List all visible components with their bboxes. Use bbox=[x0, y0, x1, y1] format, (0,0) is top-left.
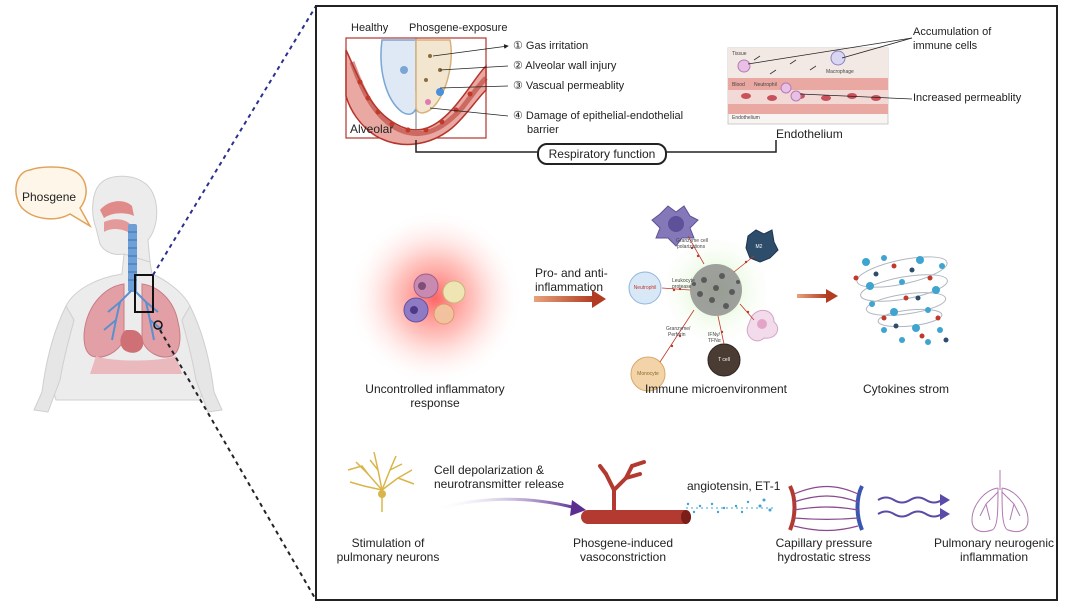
micro-m2: M2 bbox=[755, 244, 763, 250]
cytokines-storm-label: Cytokines strom bbox=[862, 382, 950, 396]
micro-leukocyte-2: protease bbox=[672, 284, 692, 290]
vasoconstriction-label-2: vasoconstriction bbox=[579, 550, 667, 564]
micro-granzyme-perforin-1: Granzyme/ bbox=[666, 326, 691, 332]
capillary-bed bbox=[788, 485, 864, 532]
increased-permeability-label: Increased permeablity bbox=[913, 92, 1022, 104]
lungs-outline bbox=[971, 470, 1029, 533]
step-barrier-damage: ④ Damage of epithelial-endothelial bbox=[513, 110, 684, 122]
angiotensin-label: angiotensin, ET-1 bbox=[687, 479, 781, 493]
respiratory-function-pill: Respiratory function bbox=[537, 143, 667, 165]
neuron-illustration bbox=[347, 451, 415, 512]
storm-arrow-shaft bbox=[797, 294, 827, 298]
accumulation-label-2: immune cells bbox=[913, 40, 978, 52]
neutrophil-label: Neutrophil bbox=[754, 82, 777, 88]
accumulation-label-1: Accumulation of bbox=[913, 26, 992, 38]
micro-t-cell: T cell bbox=[718, 357, 730, 363]
micro-granzyme-polarization-2: polarizations bbox=[677, 244, 706, 250]
micro-granzyme-polarization-1: Granzyme cell bbox=[676, 238, 708, 244]
step-gas-irritation: ① Gas irritation bbox=[513, 40, 589, 52]
pro-anti-arrow-shaft bbox=[534, 296, 594, 302]
micro-ifn-2: TFNα bbox=[708, 338, 721, 344]
vasoconstriction-label-1: Phosgene-induced bbox=[572, 536, 674, 550]
angiotensin-dots bbox=[686, 498, 776, 514]
zoom-line-top bbox=[152, 5, 317, 276]
macrophage-label: Macrophage bbox=[826, 69, 854, 75]
depolarization-label-2: neurotransmitter release bbox=[434, 477, 565, 491]
endothelium-label: Endothelium bbox=[776, 127, 843, 141]
endothelium-small-label: Endothelium bbox=[732, 115, 760, 121]
depolarization-arrow bbox=[433, 497, 577, 512]
uncontrolled-label-1: Uncontrolled inflammatory bbox=[365, 382, 505, 396]
vasoconstriction-vessel bbox=[581, 460, 691, 524]
micro-ifn-1: IFNγ/ bbox=[708, 332, 720, 338]
depolarization-label-1: Cell depolarization & bbox=[434, 463, 545, 477]
immune-microenvironment bbox=[628, 205, 779, 392]
speech-bubble-text: Phosgene bbox=[22, 190, 77, 204]
blood-label: Blood bbox=[732, 82, 745, 88]
micro-granzyme-perforin-2: Perforin bbox=[668, 332, 686, 338]
depolarization-arrow-head bbox=[570, 500, 586, 516]
step-barrier-damage-cont: barrier bbox=[527, 124, 559, 136]
neurogenic-label-1: Pulmonary neurogenic bbox=[933, 536, 1055, 550]
wavy-arrows bbox=[877, 496, 943, 518]
endothelium-diagram bbox=[727, 47, 889, 125]
step-alveolar-wall-injury: ② Alveolar wall injury bbox=[513, 60, 617, 72]
label-healthy: Healthy bbox=[351, 22, 389, 34]
micro-leukocyte-1: Leukocyte bbox=[672, 278, 695, 284]
storm-arrow-head bbox=[826, 289, 838, 303]
step-vascular-permeability: ③ Vascual permeablity bbox=[513, 80, 625, 92]
pro-anti-label-1: Pro- and anti- bbox=[535, 266, 608, 280]
uncontrolled-label-2: response bbox=[410, 396, 460, 410]
micro-monocyte: Monocyte bbox=[637, 371, 659, 377]
cytokine-storm bbox=[853, 255, 949, 345]
stimulation-label-1: Stimulation of bbox=[351, 536, 425, 550]
human-figure bbox=[33, 175, 223, 413]
zoom-line-bottom bbox=[159, 329, 317, 601]
speech-bubble bbox=[15, 166, 93, 229]
alveolar-diagram bbox=[345, 37, 488, 146]
label-alveolar: Alveolar bbox=[350, 122, 394, 136]
pro-anti-label-2: inflammation bbox=[535, 280, 604, 294]
capillary-label-2: hydrostatic stress bbox=[777, 550, 871, 564]
micro-neutrophil: Neutrophil bbox=[633, 285, 657, 291]
inflammation-glow bbox=[347, 210, 523, 386]
neurogenic-label-2: inflammation bbox=[959, 550, 1029, 564]
inflammatory-cells bbox=[403, 273, 466, 325]
pro-anti-arrow-head bbox=[592, 290, 606, 308]
immune-microenvironment-label: Immune microenvironment bbox=[644, 382, 788, 396]
label-phosgene-exposure: Phosgene-exposure bbox=[409, 22, 508, 34]
tissue-label: Tissue bbox=[732, 51, 747, 57]
capillary-label-1: Capillary pressure bbox=[775, 536, 873, 550]
stimulation-label-2: pulmonary neurons bbox=[336, 550, 440, 564]
